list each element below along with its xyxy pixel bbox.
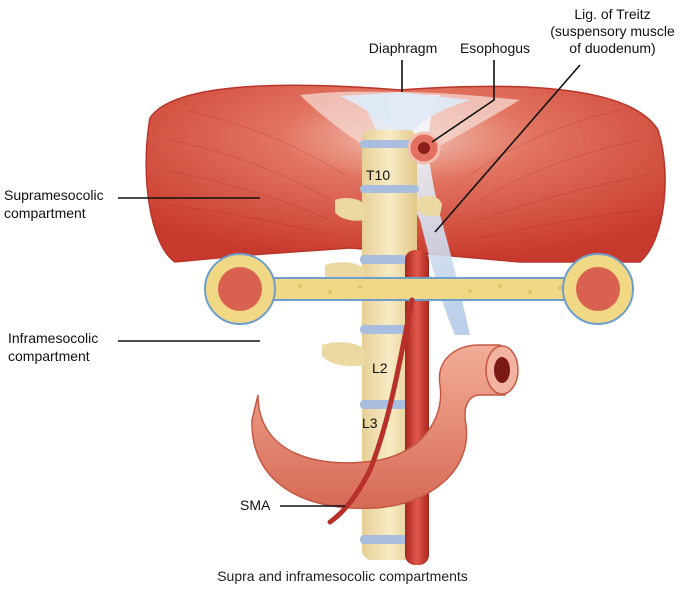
ligament-of-treitz xyxy=(340,92,470,335)
label-inframesocolic: Inframesocolic xyxy=(8,330,99,346)
label-esophagus: Esophogus xyxy=(459,40,531,56)
transverse-colon-right xyxy=(562,253,634,325)
esophagus-opening xyxy=(407,131,441,165)
intervertebral-disc xyxy=(360,140,419,148)
intervertebral-disc xyxy=(360,255,419,264)
label-t10: T10 xyxy=(366,167,391,183)
transverse-mesocolon xyxy=(234,277,601,301)
label-inframesocolic-compartment: compartment xyxy=(8,348,90,364)
label-diaphragm: Diaphragm xyxy=(368,40,438,56)
label-sma: SMA xyxy=(240,497,271,513)
label-supramesocolic: Supramesocolic xyxy=(4,187,104,203)
label-treitz-line2: (suspensory muscle xyxy=(550,23,675,39)
leader-lines xyxy=(118,60,581,507)
superior-mesenteric-artery xyxy=(327,297,415,525)
intervertebral-disc xyxy=(360,535,419,544)
label-l3: L3 xyxy=(362,415,378,431)
label-supramesocolic-compartment: compartment xyxy=(4,205,86,221)
transverse-colon-left xyxy=(204,253,276,325)
label-treitz-line1: Lig. of Treitz xyxy=(574,6,651,22)
label-treitz-line3: of duodenum) xyxy=(569,40,656,56)
duodenum xyxy=(251,344,519,510)
figure-caption: Supra and inframesocolic compartments xyxy=(217,568,468,584)
label-l2: L2 xyxy=(372,360,388,376)
intervertebral-disc xyxy=(360,185,419,193)
